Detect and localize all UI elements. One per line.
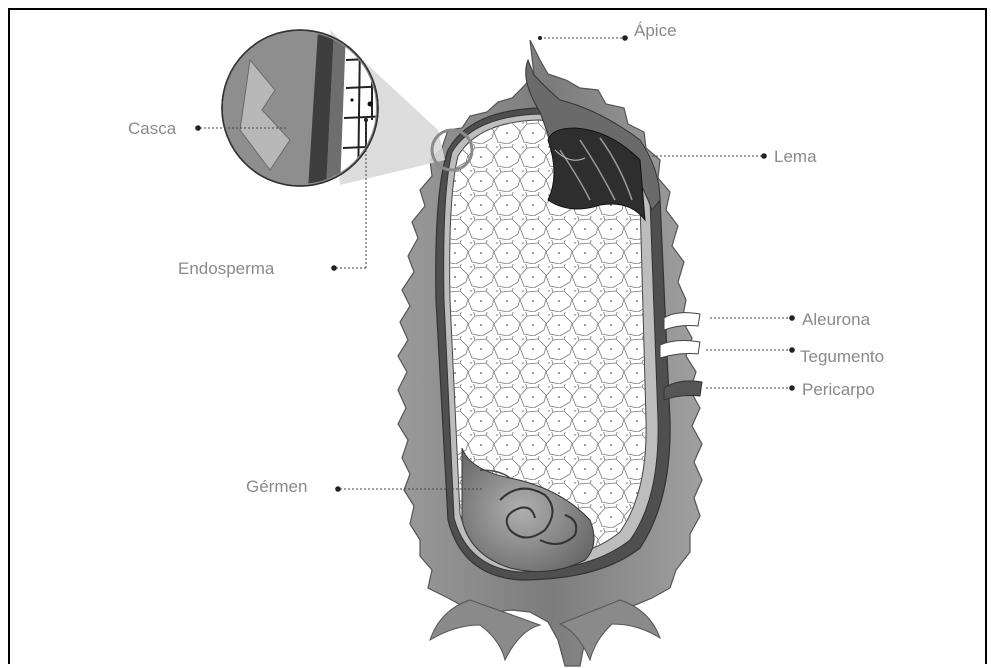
label-endosperma: Endosperma [178, 259, 275, 278]
label-tegumento: Tegumento [800, 347, 884, 366]
label-germen: Gérmen [246, 477, 307, 496]
label-apice: Ápice [634, 21, 677, 40]
label-lema: Lema [774, 147, 817, 166]
label-casca: Casca [128, 119, 177, 138]
label-aleurona: Aleurona [802, 310, 871, 329]
label-pericarpo: Pericarpo [802, 380, 875, 399]
